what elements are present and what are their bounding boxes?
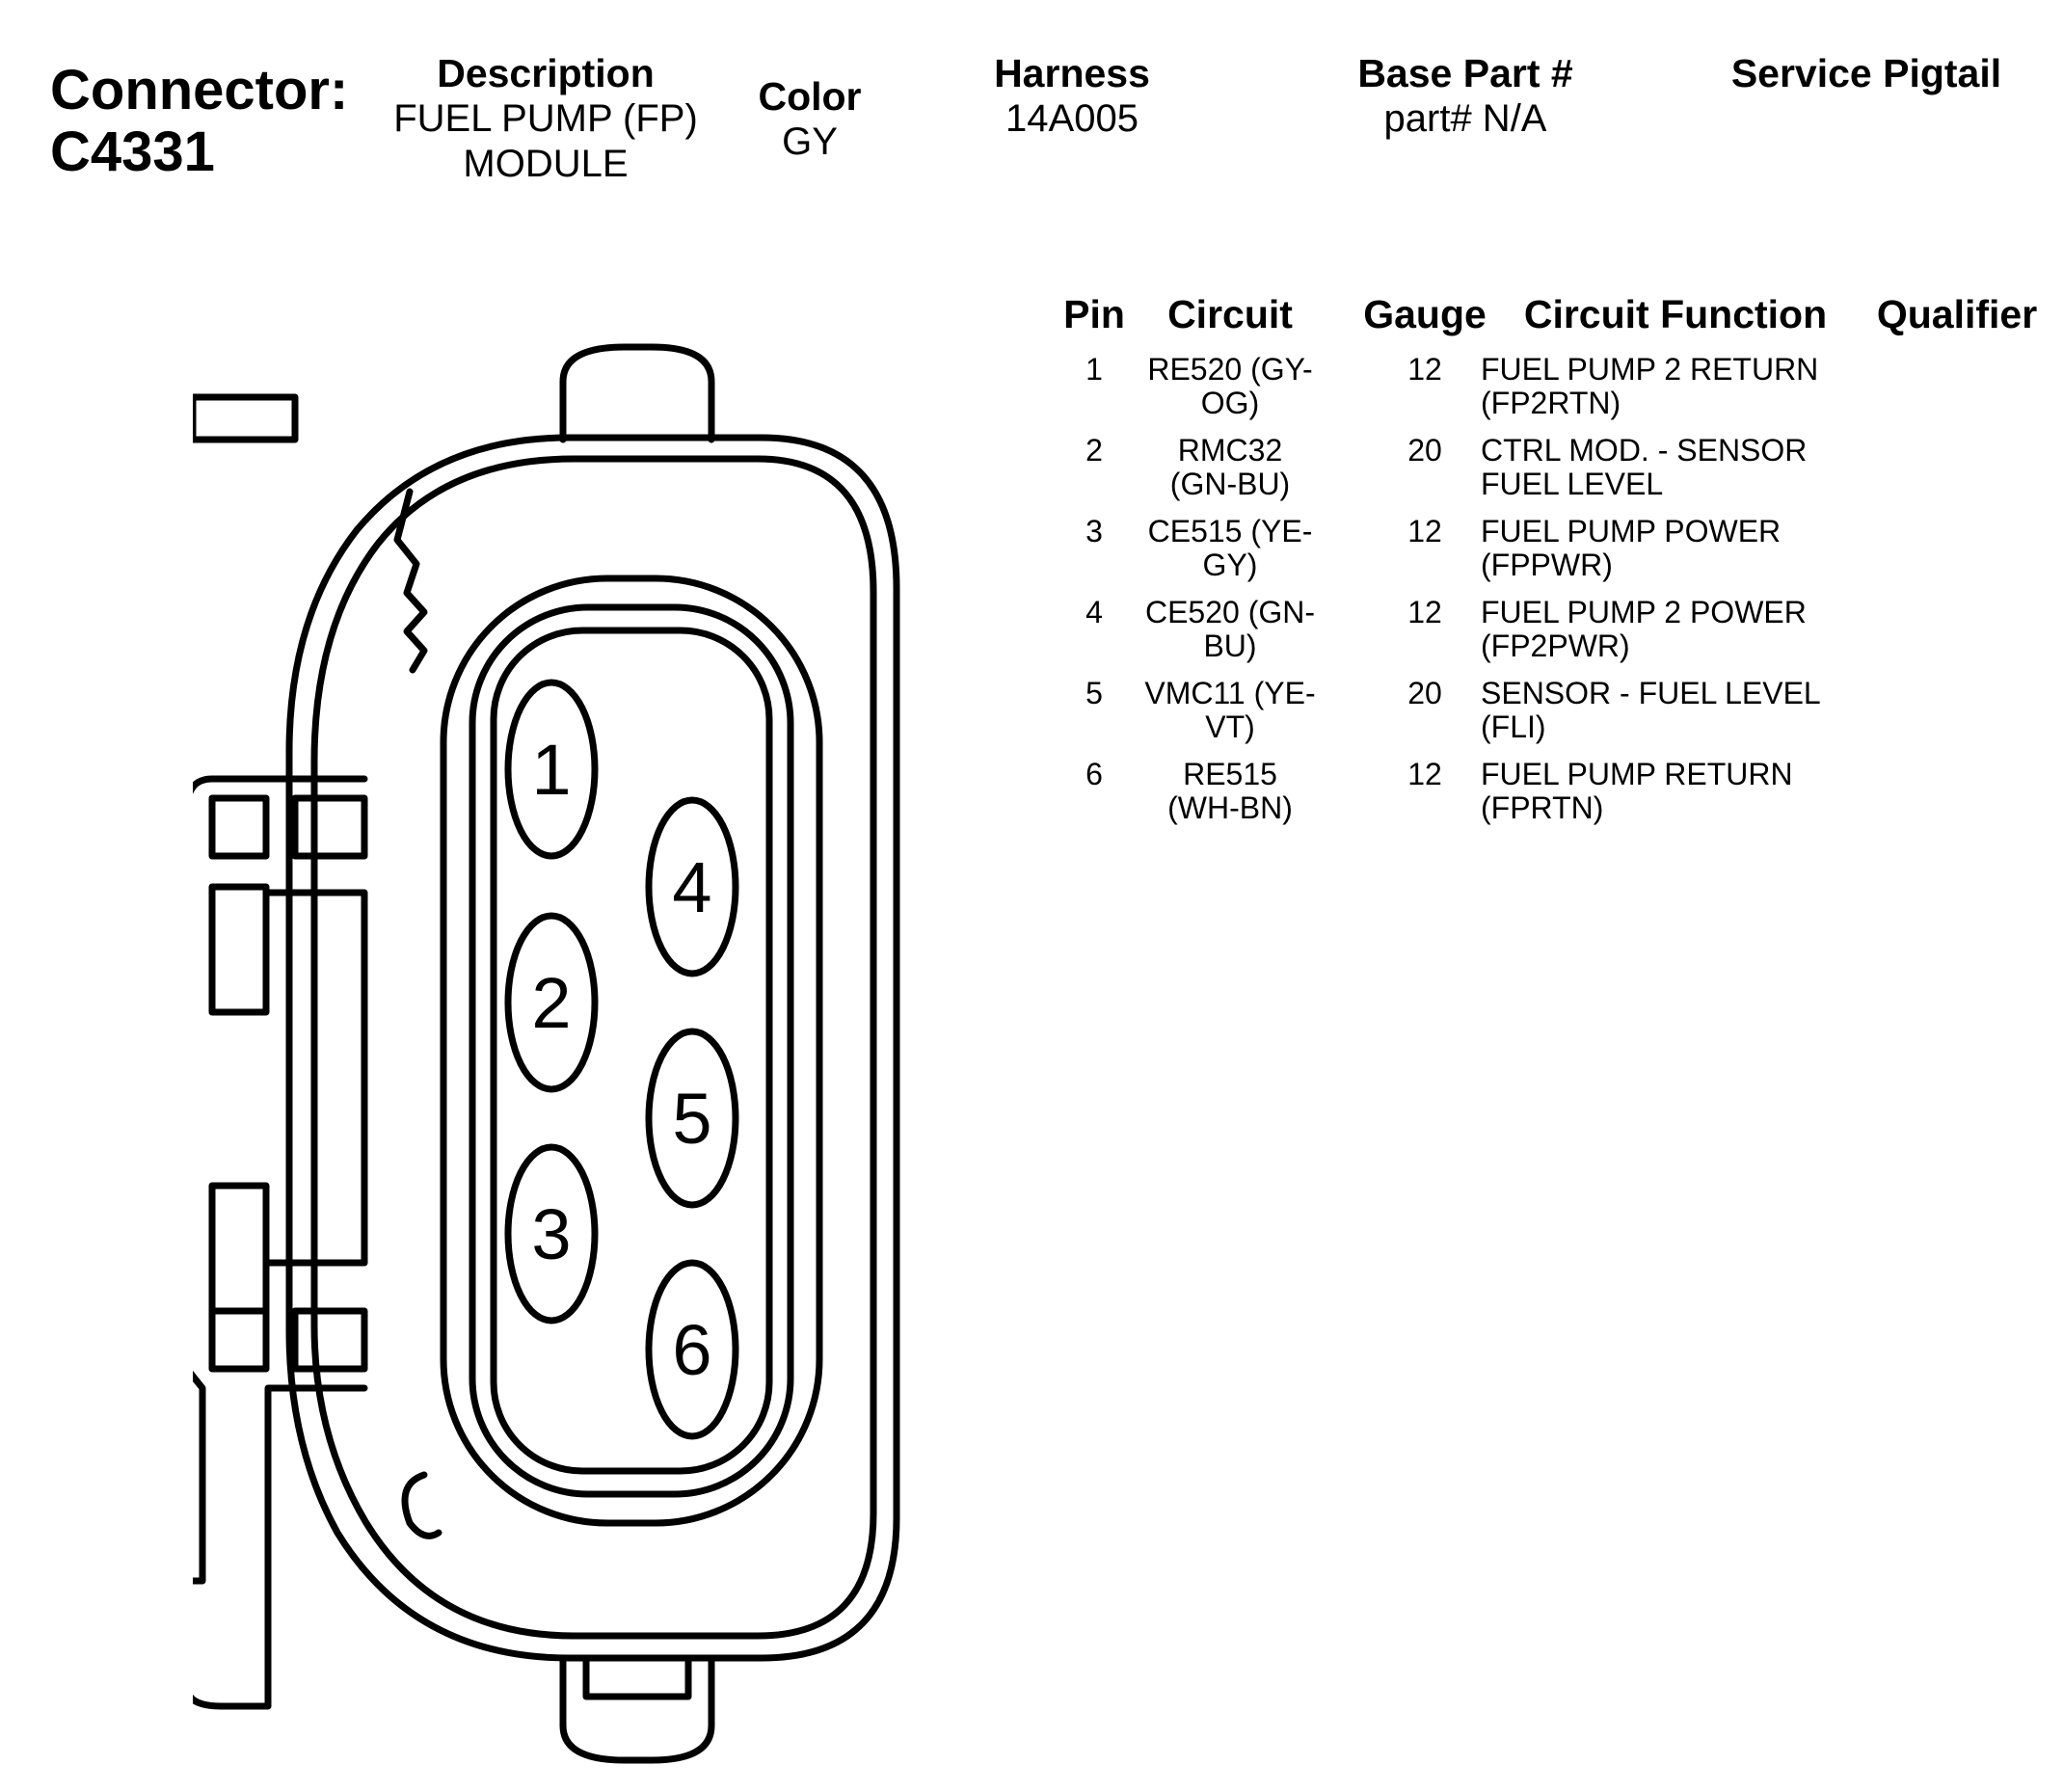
pin-5-label: 5 (672, 1079, 711, 1159)
service-pigtail-column: Service Pigtail (1693, 50, 2040, 96)
pin-2-cavity (504, 912, 599, 1093)
header-gauge: Gauge (1363, 292, 1487, 336)
row-gauge: 12 (1407, 352, 1442, 387)
connector-label: Connector: (50, 59, 349, 121)
row-circuit: VMC11 (YE-VT) (1144, 676, 1316, 744)
inner-shroud (440, 575, 823, 1527)
bracket-bar-bottom (208, 1182, 270, 1315)
housing-notch (393, 488, 428, 674)
row-gauge: 12 (1407, 757, 1442, 791)
table-row: 2 RMC32 (GN-BU) 20 CTRL MOD. - SENSOR FU… (1051, 434, 2063, 513)
cavity-wall (469, 603, 794, 1498)
bottom-latch-tab (559, 1654, 715, 1764)
header-pin: Pin (1063, 292, 1125, 336)
row-function: CTRL MOD. - SENSOR FUEL LEVEL (1481, 433, 1808, 501)
row-function: FUEL PUMP 2 RETURN (FP2RTN) (1481, 352, 1819, 420)
base-part-title: Base Part # (1357, 51, 1573, 95)
locking-bracket (193, 775, 368, 1710)
top-latch-tab (559, 343, 715, 443)
pin-6-cavity (645, 1259, 739, 1440)
row-pin: 6 (1085, 757, 1103, 791)
row-pin: 2 (1085, 433, 1103, 468)
row-pin: 3 (1085, 514, 1103, 548)
pin-3-cavity (504, 1143, 599, 1324)
row-circuit: RE515 (WH-BN) (1167, 757, 1293, 825)
table-row: 3 CE515 (YE-GY) 12 FUEL PUMP POWER (FPPW… (1051, 515, 2063, 594)
table-row: 6 RE515 (WH-BN) 12 FUEL PUMP RETURN (FPR… (1051, 758, 2063, 837)
color-title: Color (758, 74, 862, 119)
bottom-latch-slot (582, 1654, 692, 1700)
housing-hook (401, 1471, 442, 1539)
bracket-slot-top-right (291, 794, 368, 860)
pin-1-cavity (504, 679, 599, 860)
pin-face (490, 627, 773, 1475)
pin-2-label: 2 (531, 963, 571, 1043)
description-value: FUEL PUMP (FP) MODULE (393, 97, 698, 185)
row-pin: 5 (1085, 676, 1103, 710)
row-function: FUEL PUMP POWER (FPPWR) (1481, 514, 1782, 582)
table-row: 1 RE520 (GY-OG) 12 FUEL PUMP 2 RETURN (F… (1051, 353, 2063, 432)
connector-face-diagram: 1 2 3 4 5 6 (193, 343, 900, 1764)
bracket-slot-bottom-right (291, 1307, 368, 1373)
row-function: FUEL PUMP 2 POWER (FP2PWR) (1481, 595, 1807, 663)
row-circuit: RE520 (GY-OG) (1147, 352, 1313, 420)
row-circuit: RMC32 (GN-BU) (1169, 433, 1291, 501)
row-gauge: 20 (1407, 676, 1442, 710)
pin-3-label: 3 (531, 1194, 571, 1274)
description-column: Description FUEL PUMP (FP) MODULE (362, 50, 729, 187)
header-qualifier: Qualifier (1876, 292, 2038, 336)
bracket-bar-top (208, 883, 270, 1016)
harness-column: Harness 14A005 (956, 50, 1188, 142)
outer-housing (285, 434, 900, 1662)
header-circuit: Circuit (1167, 292, 1293, 336)
service-pigtail-title: Service Pigtail (1730, 51, 2002, 95)
base-part-value: part# N/A (1383, 97, 1547, 140)
housing-inner-contour (310, 455, 877, 1640)
row-function: FUEL PUMP RETURN (FPRTN) (1481, 757, 1793, 825)
row-circuit: CE520 (GN-BU) (1144, 595, 1316, 663)
row-pin: 4 (1085, 595, 1103, 629)
color-column: Color GY (721, 73, 898, 165)
pin-4-cavity (645, 796, 739, 977)
row-circuit: CE515 (YE-GY) (1147, 514, 1313, 582)
pin-4-label: 4 (672, 847, 711, 927)
base-part-column: Base Part # part# N/A (1321, 50, 1610, 142)
bracket-slot-top-left (208, 794, 270, 860)
color-value: GY (782, 120, 838, 163)
description-title: Description (437, 51, 655, 95)
top-latch-slot (193, 393, 299, 443)
row-gauge: 12 (1407, 595, 1442, 629)
connector-heading: Connector: C4331 (50, 60, 348, 183)
table-row: 4 CE520 (GN-BU) 12 FUEL PUMP 2 POWER (FP… (1051, 596, 2063, 675)
bracket-inner-frame (262, 889, 368, 1267)
harness-value: 14A005 (1005, 97, 1139, 140)
pin-1-label: 1 (531, 730, 571, 810)
pin-5-cavity (645, 1028, 739, 1209)
pin-6-label: 6 (672, 1310, 711, 1390)
row-gauge: 20 (1407, 433, 1442, 468)
harness-title: Harness (994, 51, 1150, 95)
connector-id: C4331 (50, 120, 215, 183)
row-function: SENSOR - FUEL LEVEL (FLI) (1481, 676, 1820, 744)
table-row: 5 VMC11 (YE-VT) 20 SENSOR - FUEL LEVEL (… (1051, 677, 2063, 756)
row-pin: 1 (1085, 352, 1103, 387)
bracket-slot-bottom-left (208, 1307, 270, 1373)
row-gauge: 12 (1407, 514, 1442, 548)
header-circuit-function: Circuit Function (1523, 292, 1828, 336)
